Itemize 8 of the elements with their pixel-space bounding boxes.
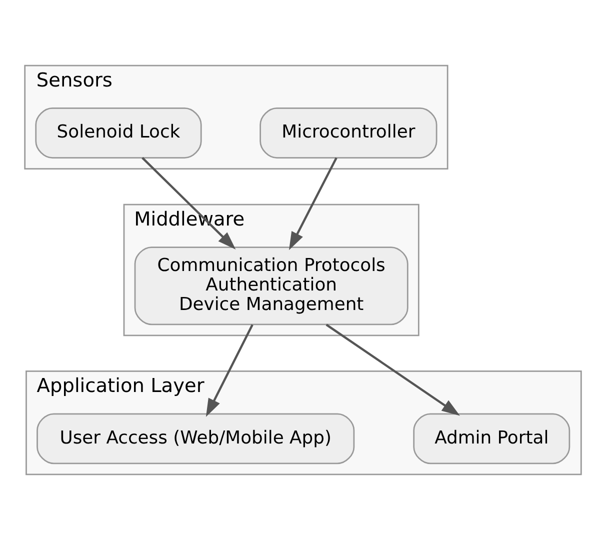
arrow [288, 157, 338, 250]
node-box: Communication Protocols Authentication Device Management [134, 246, 408, 326]
node-box: User Access (Web/Mobile App) [36, 413, 355, 464]
node-box: Solenoid Lock [35, 108, 202, 158]
arrow [326, 324, 460, 416]
node-box: Admin Portal [413, 413, 570, 464]
node-box: Microcontroller [260, 108, 438, 158]
arrow [206, 324, 254, 417]
